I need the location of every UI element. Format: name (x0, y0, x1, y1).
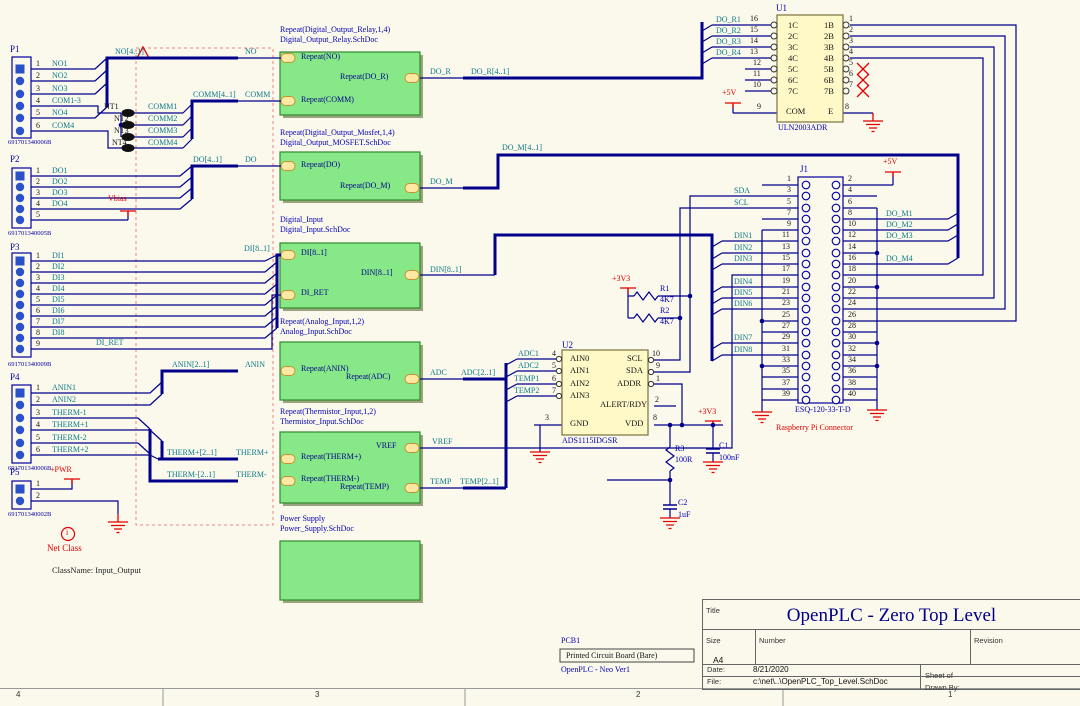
connector-p2[interactable] (11, 167, 32, 229)
capacitor-c2[interactable] (663, 504, 677, 510)
sheet-title: OpenPLC - Zero Top Level (786, 605, 997, 626)
sheet-symbol-digital-input[interactable] (279, 242, 423, 311)
schematic-wires[interactable] (31, 24, 1017, 518)
sheet-symbol-digital-output-mosfet[interactable] (279, 151, 423, 203)
connector-p1[interactable] (11, 56, 32, 139)
ic-u1-uln2003adr[interactable] (770, 14, 850, 123)
size-value: A4 (713, 655, 724, 665)
file-value: c:\net\..\OpenPLC_Top_Level.SchDoc (753, 677, 888, 686)
port-repeat-do (280, 161, 296, 171)
compile-mask (135, 45, 274, 526)
connector-p3[interactable] (11, 252, 32, 358)
resistor-r3[interactable] (665, 446, 675, 472)
connector-p5[interactable] (11, 480, 32, 510)
port-din (404, 270, 420, 280)
date-value: 8/21/2020 (753, 665, 789, 674)
number-label: Number (759, 636, 786, 645)
port-repeat-anin (280, 366, 296, 376)
resistor-r1[interactable] (633, 291, 659, 301)
port-di (280, 250, 296, 260)
capacitor-c1[interactable] (706, 448, 720, 454)
title-label: Title (706, 606, 720, 615)
port-repeat-thermm (280, 476, 296, 486)
port-repeat-thermp (280, 454, 296, 464)
schematic-buses[interactable] (105, 22, 960, 490)
port-repeat-comm (280, 96, 296, 106)
revision-label: Revision (974, 636, 1003, 645)
junction-dots (118, 122, 880, 483)
sheet-border (0, 688, 1080, 706)
file-label: File: (707, 677, 722, 686)
pcb1-outline[interactable] (559, 648, 695, 663)
connector-j1-rpi[interactable] (797, 176, 844, 405)
title-block: Title OpenPLC - Zero Top Level Size A4 N… (702, 599, 1080, 692)
port-di-ret (280, 290, 296, 300)
connector-p4[interactable] (11, 384, 32, 464)
net-class-directive[interactable] (60, 526, 76, 542)
port-repeat-adc (404, 374, 420, 384)
net-ties[interactable] (121, 109, 135, 152)
port-repeat-dor (404, 73, 420, 83)
drawn-by-label: Drawn By: (925, 683, 960, 692)
j1-pin-holes (801, 180, 841, 405)
sheet-symbol-power-supply[interactable] (279, 540, 423, 603)
port-repeat-dom (404, 183, 420, 193)
port-vref (404, 443, 420, 453)
size-label: Size (706, 636, 721, 645)
ic-u2-ads1115[interactable] (555, 349, 655, 436)
sheet-symbol-analog-input[interactable] (279, 341, 423, 403)
sheet-of-label: Sheet of (925, 671, 953, 680)
port-repeat-no (280, 53, 296, 63)
power-ground-symbols[interactable] (64, 62, 901, 534)
date-label: Date: (707, 665, 725, 674)
port-repeat-temp (404, 483, 420, 493)
sheet-symbol-digital-output-relay[interactable] (279, 51, 423, 118)
sheet-symbol-thermistor-input[interactable] (279, 431, 423, 506)
resistor-r2[interactable] (633, 313, 659, 323)
